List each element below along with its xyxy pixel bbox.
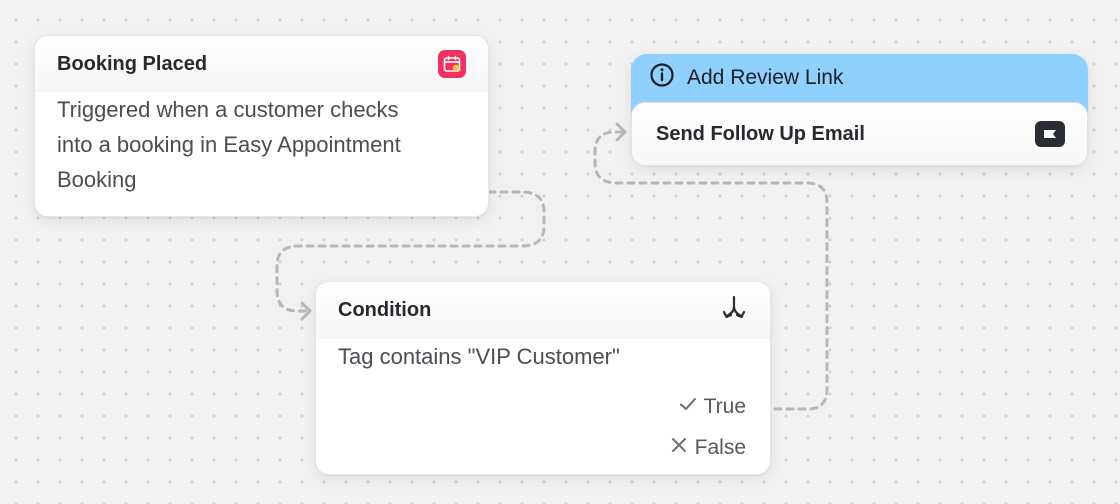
action-group-header-label: Add Review Link [687, 66, 844, 89]
mail-icon [1035, 121, 1065, 147]
checkmark-icon [678, 394, 698, 420]
trigger-description-line: into a booking in Easy Appointment [57, 132, 401, 157]
condition-branch-false[interactable]: False [669, 435, 746, 461]
condition-node-header: Condition [316, 282, 770, 339]
action-group-header: Add Review Link [631, 54, 1088, 102]
action-group-add-review-link[interactable]: Add Review Link Send Follow Up Email [631, 54, 1088, 166]
connector-arrowhead-email [615, 122, 627, 142]
condition-node-description: Tag contains "VIP Customer" [338, 344, 620, 369]
split-arrow-icon [720, 294, 748, 327]
action-node-send-follow-up-email[interactable]: Send Follow Up Email [631, 102, 1088, 166]
trigger-node-header: Booking Placed [35, 36, 488, 92]
info-icon [649, 62, 675, 94]
email-node-title: Send Follow Up Email [656, 122, 865, 145]
trigger-description-line: Booking [57, 167, 137, 192]
trigger-node-description: Triggered when a customer checks into a … [35, 92, 488, 197]
trigger-node-booking-placed[interactable]: Booking Placed Triggered when a customer… [34, 35, 489, 217]
branch-false-label: False [694, 436, 746, 459]
trigger-node-title: Booking Placed [57, 52, 208, 75]
condition-node-title: Condition [338, 299, 432, 321]
branch-true-label: True [703, 395, 746, 418]
condition-node[interactable]: Condition Tag contains "VIP Customer" Tr… [315, 281, 771, 475]
calendar-icon [438, 50, 466, 78]
trigger-description-line: Triggered when a customer checks [57, 97, 399, 122]
close-icon [669, 435, 689, 461]
condition-branch-true[interactable]: True [678, 394, 746, 420]
connector-arrowhead-condition [300, 301, 312, 321]
